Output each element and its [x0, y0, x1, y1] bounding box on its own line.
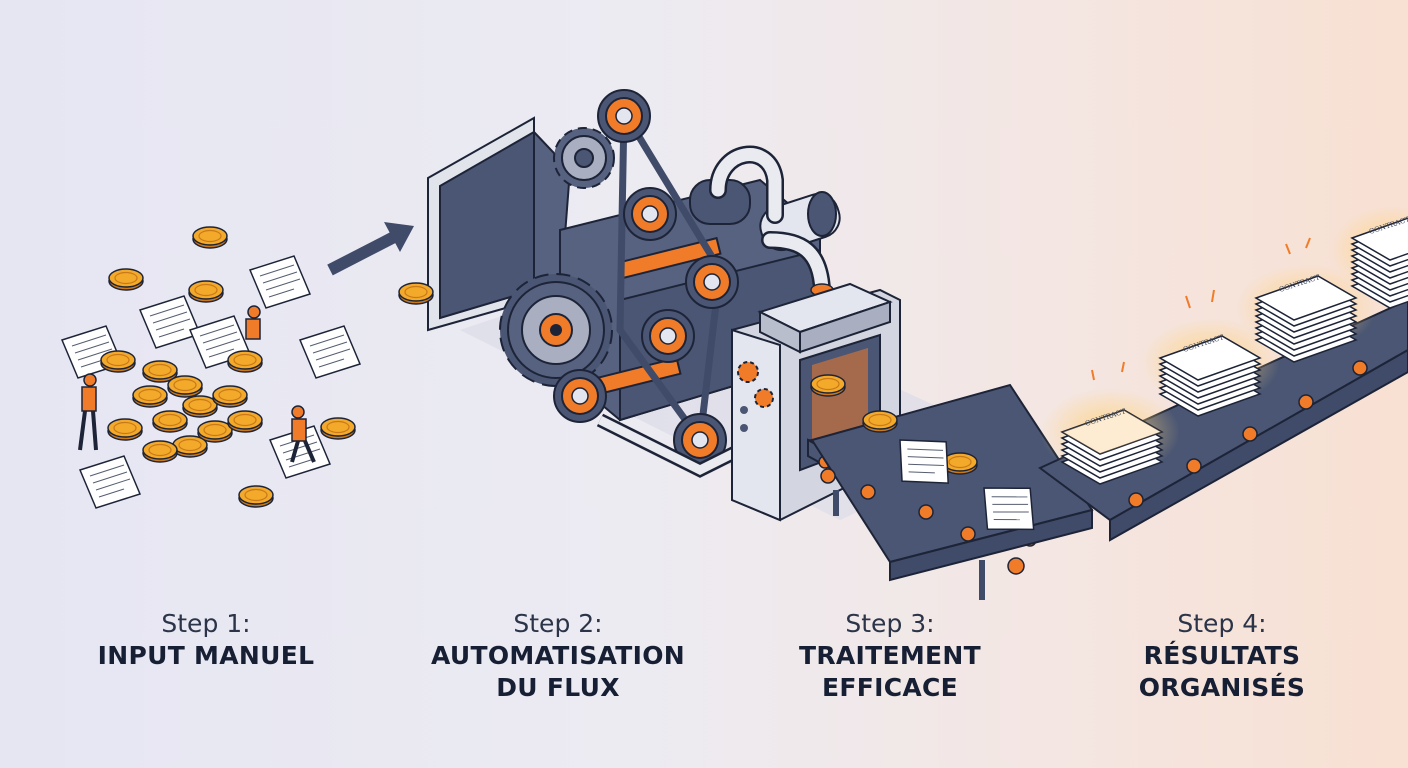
- step-title: AUTOMATISATION DU FLUX: [431, 641, 685, 702]
- step-3-caption: Step 3: TRAITEMENT EFFICACE: [740, 608, 1040, 704]
- step-title: INPUT MANUEL: [56, 640, 356, 672]
- step-title: RÉSULTATS ORGANISÉS: [1138, 641, 1306, 702]
- processing-station: [731, 282, 1094, 600]
- step-title-line: INPUT MANUEL: [97, 641, 315, 670]
- organized-results: CONTRACT CONTRACT CONTRACT CONTRACT: [1038, 206, 1408, 542]
- step-2-caption: Step 2: AUTOMATISATION DU FLUX: [408, 608, 708, 704]
- arrow-right-icon: [327, 222, 414, 276]
- step-number: Step 1:: [161, 609, 251, 638]
- step-number: Step 3:: [845, 609, 935, 638]
- process-illustration: CONTRACT CONTRACT CONTRACT CONTRACT: [61, 89, 1408, 600]
- step-number: Step 4:: [1177, 609, 1267, 638]
- step-1-caption: Step 1: INPUT MANUEL: [56, 608, 356, 672]
- step-number: Step 2:: [513, 609, 603, 638]
- step-4-caption: Step 4: RÉSULTATS ORGANISÉS: [1072, 608, 1372, 704]
- manual-input-pile: [61, 226, 361, 509]
- step-title: TRAITEMENT EFFICACE: [798, 641, 982, 702]
